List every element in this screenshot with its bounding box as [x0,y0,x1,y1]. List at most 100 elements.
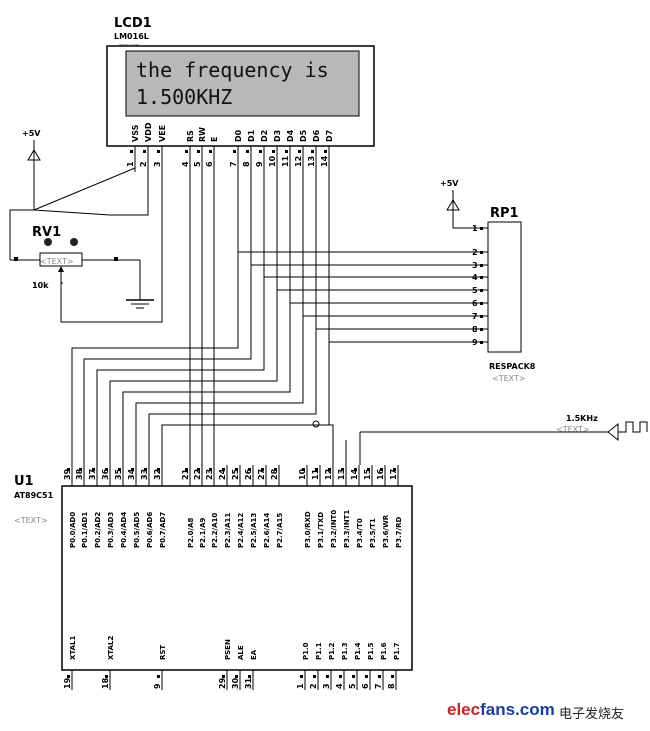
wire [148,172,317,465]
mcu-pin-marker [261,468,264,471]
mcu-pin-marker [105,675,108,678]
mcu-pin-marker [393,468,396,471]
mcu-pin-marker [185,468,188,471]
mcu-pin-marker [222,675,225,678]
mcu-pin-number: 18 [101,677,110,689]
mcu-pin-number: 38 [75,468,84,480]
mcu-pin-number: 17 [389,469,398,480]
wire [96,172,265,465]
mcu-pin-label: P3.1/TXD [317,512,325,548]
mcu-pin-number: 8 [387,683,396,689]
mcu-pin-marker [235,675,238,678]
lcd-line-1: the frequency is [136,58,329,82]
mcu-pin-label: PSEN [224,639,232,660]
lcd-pin-label: D6 [312,129,321,142]
mcu-pin-label: P2.4/A12 [237,513,245,548]
mcu-pin-number: 12 [324,469,333,480]
lcd-pin-marker [298,150,301,153]
lcd-pin-label: D5 [299,129,308,142]
watermark-cn: 电子发烧友 [559,707,625,722]
lcd-pin-label: D7 [325,130,334,142]
mcu-pin-number: 1 [296,683,305,689]
mcu-pin-number: 11 [311,468,320,480]
lcd-pin-marker [209,150,212,153]
mcu-pin-number: 30 [231,677,240,689]
mcu-pin-marker [378,675,381,678]
lcd-pin-marker [272,150,275,153]
mcu-pin-number: 4 [335,683,344,689]
mcu-top-pin-group: 39P0.0/AD038P0.1/AD137P0.2/AD236P0.3/AD3… [63,465,403,548]
mcu-pin-label: P2.6/A14 [263,513,271,548]
mcu-pin-number: 36 [101,468,110,480]
ground-symbol [126,260,154,309]
mcu-pin-label: P0.6/AD6 [146,512,154,548]
mcu-model: AT89C51 [14,491,54,500]
lcd-pin-label: D2 [260,130,269,142]
mcu-pin-number: 27 [257,469,266,480]
mcu-pin-label: XTAL1 [69,635,77,660]
mcu-pin-label: P1.1 [315,642,323,660]
lcd-pin-label: VDD [144,122,153,142]
wire [135,172,304,465]
rv1-text-tag: <TEXT> [40,257,74,266]
mcu-pin-number: 5 [348,683,357,689]
mcu-pin-marker [105,468,108,471]
wire [122,172,291,465]
mcu-pin-marker [326,675,329,678]
lcd-pin-number: 4 [181,161,190,167]
lcd-pin-label: D4 [286,129,295,142]
wire [161,172,330,465]
mcu-pin-label: P1.7 [393,642,401,660]
watermark-brand-blue: fans.com [480,700,555,719]
lcd-pin-number: 10 [268,155,277,167]
power-label-left: +5V [22,129,41,138]
mcu-pin-number: 19 [63,677,72,689]
lcd-pin-number: 12 [294,156,303,167]
mcu-pin-number: 33 [140,469,149,480]
lcd-line-2: 1.500KHZ [136,85,232,109]
rv1-value: 10k [32,281,49,290]
bus-wires [71,172,483,465]
mcu-pin-number: 25 [231,468,240,480]
mcu-pin-number: 37 [88,469,97,480]
mcu-pin-marker [118,468,121,471]
mcu-pin-marker [157,675,160,678]
wire [109,172,278,465]
mcu-pin-number: 16 [376,468,385,480]
lcd-pin-label: VEE [158,125,167,142]
lcd-pin-label: VSS [131,124,140,142]
mcu-pin-label: P0.0/AD0 [69,512,77,548]
power-symbol-right: +5V [440,179,460,228]
mcu-pin-label: P1.4 [354,642,362,660]
junction-crossover [312,420,320,428]
lcd-pin-marker [311,150,314,153]
mcu-pin-marker [328,468,331,471]
mcu-pin-marker [144,468,147,471]
lcd-pin-label: RW [198,127,207,142]
mcu-pin-label: P2.2/A10 [211,513,219,548]
lcd-pin-number: 1 [126,161,135,167]
mcu-pin-label: P1.3 [341,642,349,660]
lcd-pin-marker [157,150,160,153]
lcd-pin-marker [246,150,249,153]
signal-text-tag: <TEXT> [556,425,590,434]
mcu-pin-number: 7 [374,683,383,689]
mcu-pin-marker [365,675,368,678]
mcu-pin-number: 35 [114,468,123,480]
potentiometer-rv1: RV1 10k <TEXT> [10,225,140,290]
mcu-pin-label: P2.0/A8 [187,517,195,548]
mcu-pin-marker [197,468,200,471]
lcd-pin-marker [324,150,327,153]
mcu-pin-number: 13 [337,469,346,480]
mcu-pin-marker [354,468,357,471]
lcd-pin-number: 3 [153,161,162,167]
mcu-pin-marker [339,675,342,678]
mcu-pin-label: P3.7/RD [395,517,403,548]
mcu-pin-label: P3.4/T0 [356,518,364,548]
wire [71,172,239,465]
mcu-pin-marker [313,675,316,678]
mcu-pin-marker [274,468,277,471]
lcd-pin-label: D1 [247,129,256,142]
mcu-pin-label: P2.7/A15 [276,513,284,548]
lcd-pin-number: 14 [320,155,329,167]
